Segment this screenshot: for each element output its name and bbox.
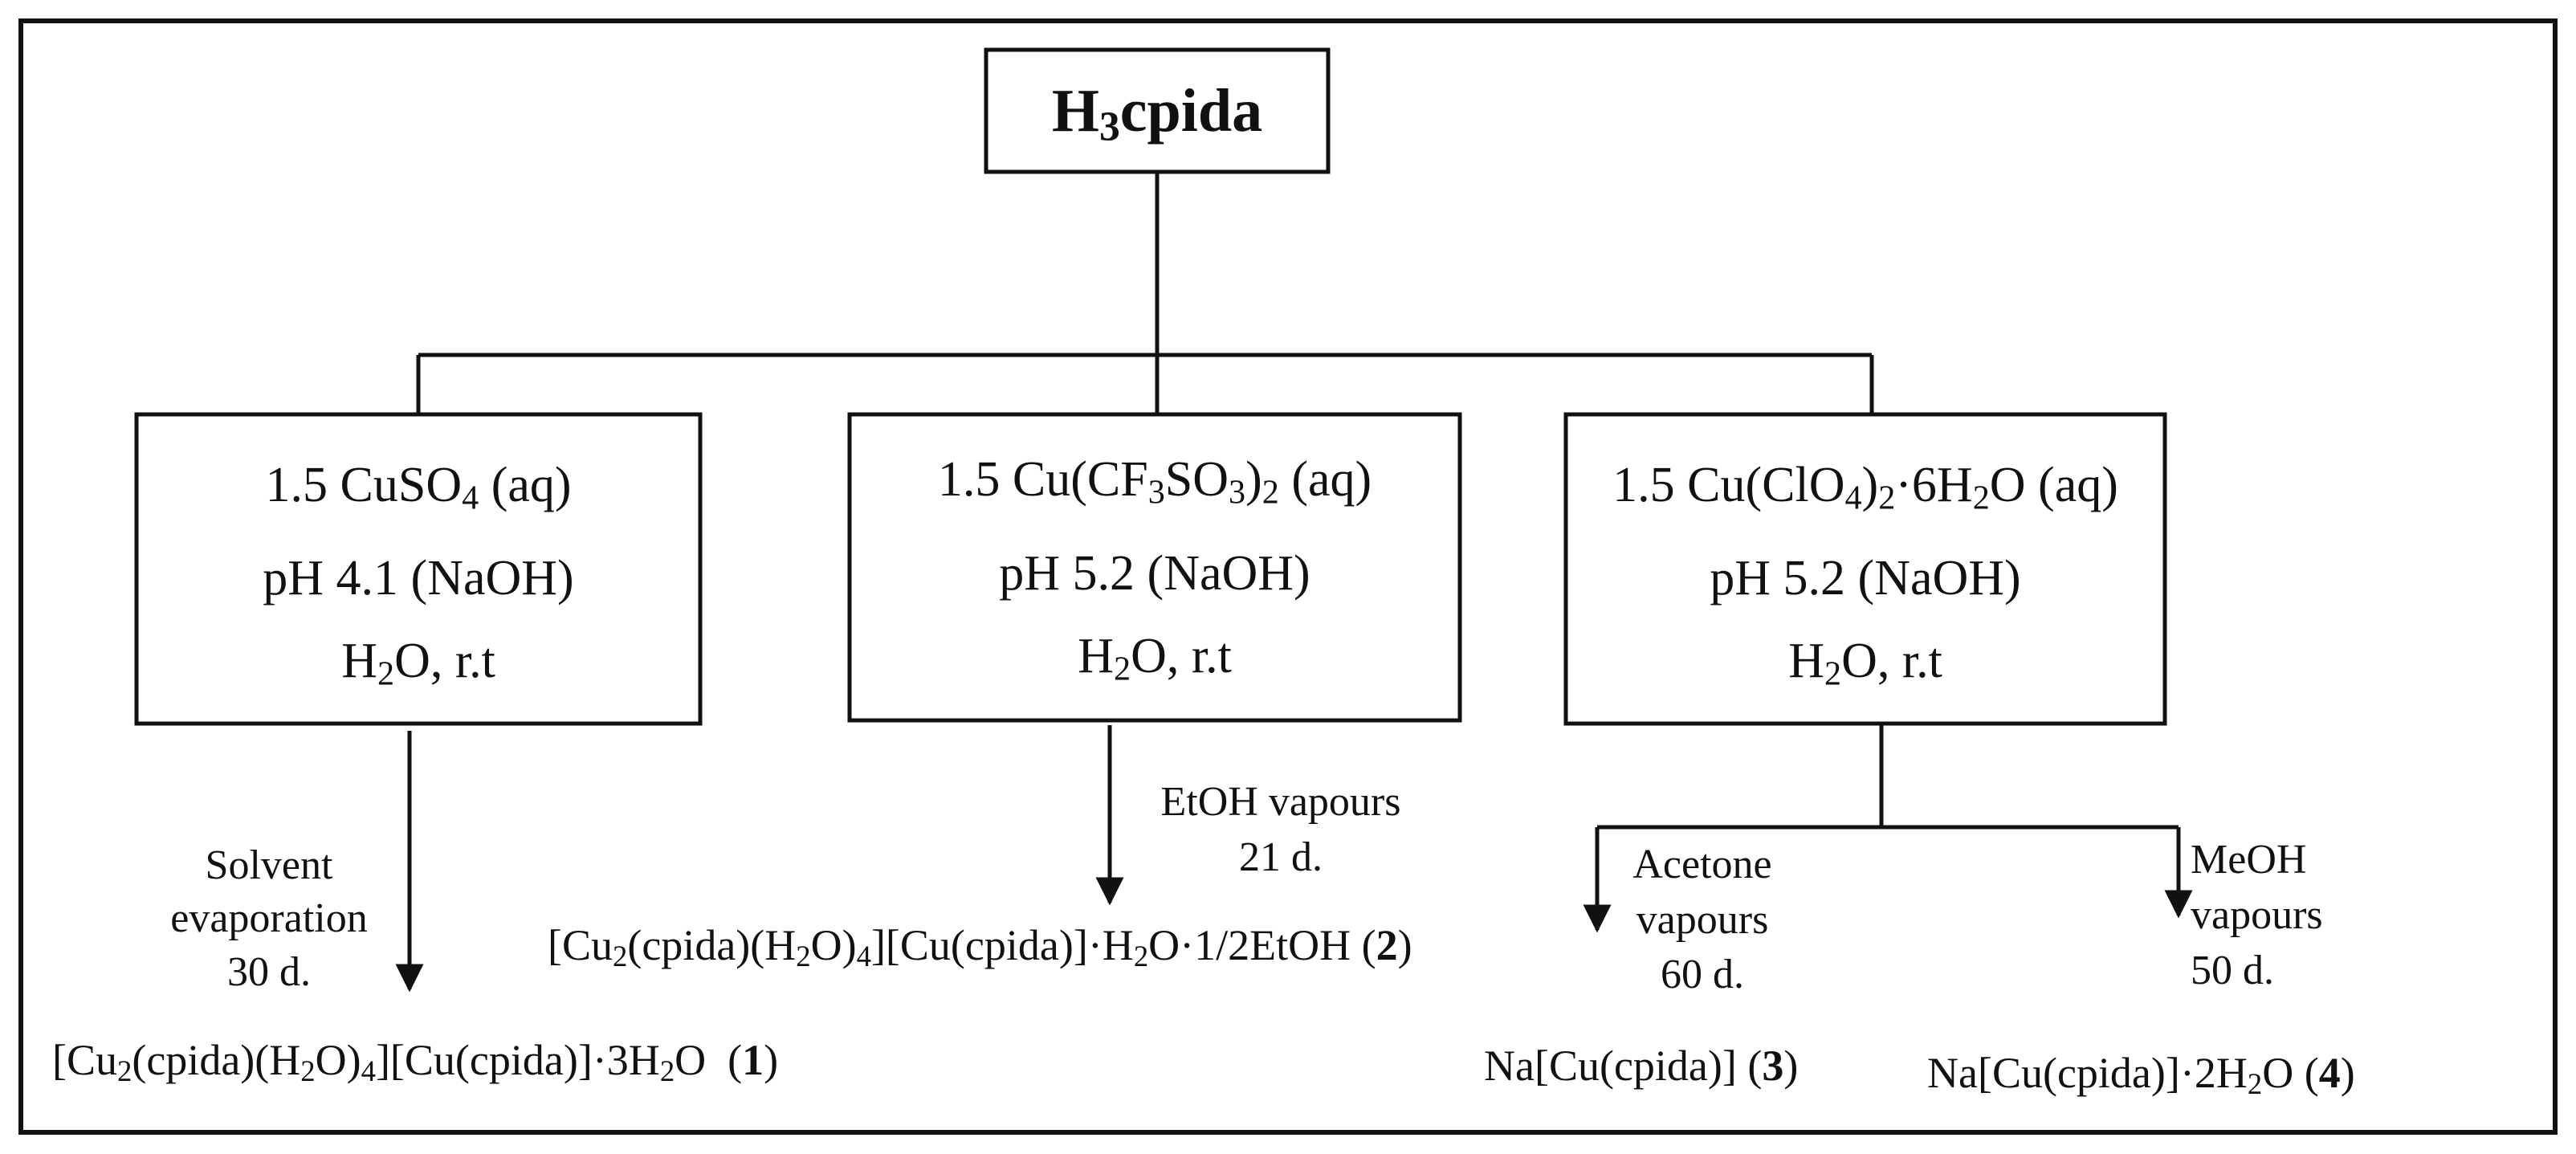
condition-3-line-1: Acetone <box>1632 842 1772 887</box>
condition-4-line-1: MeOH <box>2191 837 2307 883</box>
product-1-number: 1 <box>742 1036 764 1084</box>
branch-1-line-1: 1.5 CuSO4 (aq) <box>265 458 572 517</box>
product-3-number: 3 <box>1762 1042 1784 1090</box>
branch-box-1 <box>134 412 703 726</box>
condition-1-line-3: 30 d. <box>227 949 311 995</box>
branch-box-3 <box>1563 412 2167 726</box>
condition-1-line-2: evaporation <box>170 895 368 941</box>
product-4-number: 4 <box>2318 1049 2341 1097</box>
outer-frame <box>18 18 2558 1135</box>
product-4: Na[Cu(cpida)]·2H2O (4) <box>1927 1049 2355 1101</box>
product-2: [Cu2(cpida)(H2O)4][Cu(cpida)]·H2O·1/2EtO… <box>548 921 1412 973</box>
branch-box-2 <box>847 412 1462 723</box>
condition-2-line-2: 21 d. <box>1239 834 1323 880</box>
product-2-number: 2 <box>1376 921 1398 969</box>
branch-3-line-3: H2O, r.t <box>1788 634 1942 693</box>
branch-3-line-2: pH 5.2 (NaOH) <box>1710 551 2021 606</box>
product-1: [Cu2(cpida)(H2O)4][Cu(cpida)]·3H2O (1) <box>52 1036 779 1088</box>
branch-2-line-1: 1.5 Cu(CF3SO3)2 (aq) <box>937 452 1372 512</box>
branch-1-line-3: H2O, r.t <box>341 634 495 693</box>
condition-2-line-1: EtOH vapours <box>1160 779 1401 825</box>
root-title: H3cpida <box>1051 77 1263 150</box>
branch-2-line-2: pH 5.2 (NaOH) <box>999 546 1310 601</box>
product-3: Na[Cu(cpida)] (3) <box>1484 1042 1799 1090</box>
condition-3-line-3: 60 d. <box>1661 952 1744 997</box>
condition-3-line-2: vapours <box>1636 897 1769 943</box>
branch-2-line-3: H2O, r.t <box>1078 629 1232 688</box>
branch-1-line-2: pH 4.1 (NaOH) <box>263 551 574 606</box>
branch-3-line-1: 1.5 Cu(ClO4)2·6H2O (aq) <box>1612 458 2118 517</box>
condition-4-line-2: vapours <box>2191 892 2323 938</box>
condition-4-line-3: 50 d. <box>2191 948 2274 993</box>
product-3-formula: Na[Cu(cpida)] <box>1484 1042 1737 1090</box>
condition-1-line-1: Solvent <box>205 842 333 888</box>
